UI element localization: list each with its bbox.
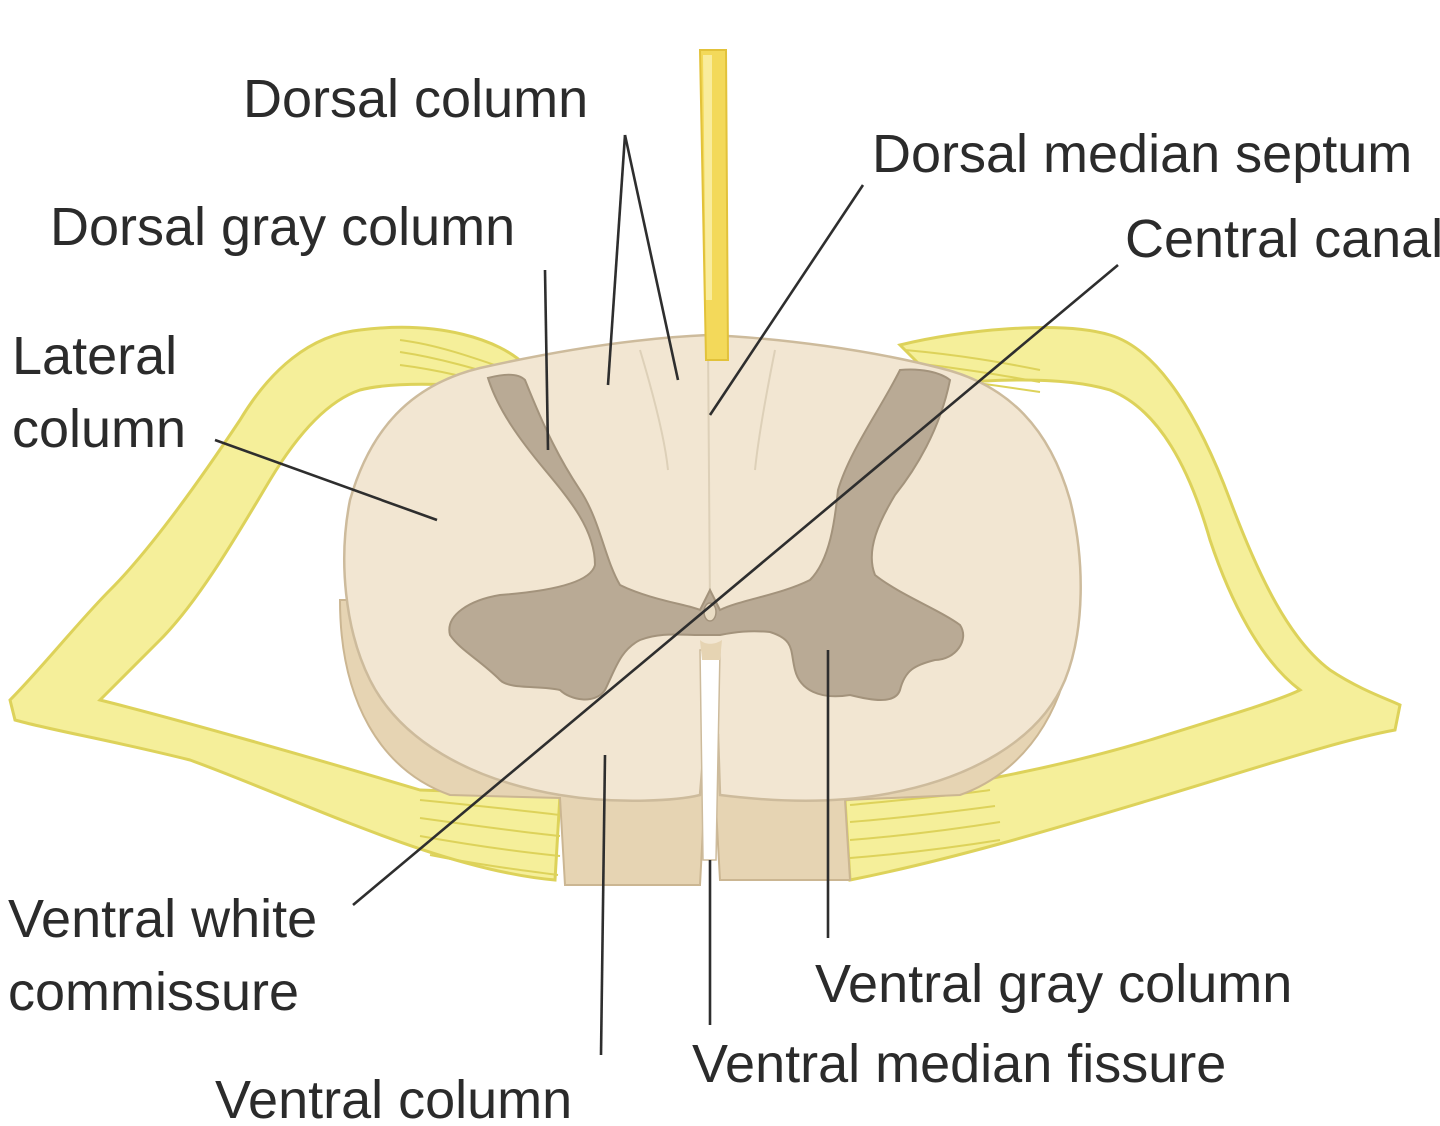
label-ventral-median-fissure: Ventral median fissure bbox=[692, 1034, 1226, 1094]
leader-dorsal-column-1 bbox=[606, 134, 627, 386]
leader-dorsal-median-septum bbox=[708, 184, 865, 416]
leader-ventral-column bbox=[599, 754, 607, 1056]
label-dorsal-median-septum: Dorsal median septum bbox=[872, 124, 1412, 184]
leader-dorsal-column-2 bbox=[623, 134, 680, 381]
label-ventral-white-commissure-line1: Ventral white bbox=[8, 889, 317, 949]
left-nerve-root bbox=[8, 325, 562, 882]
ventral-fissure-top bbox=[700, 640, 722, 660]
dorsal-septum-lines bbox=[639, 339, 776, 611]
label-ventral-gray-column: Ventral gray column bbox=[815, 954, 1292, 1014]
dorsal-median-septum-highlight bbox=[703, 55, 712, 300]
ventral-median-fissure bbox=[699, 649, 721, 861]
right-nerve-root bbox=[843, 326, 1402, 882]
label-lateral-column-line1: Lateral bbox=[12, 326, 177, 386]
gray-matter bbox=[448, 368, 965, 701]
label-lateral-column-line2: column bbox=[12, 399, 186, 459]
label-central-canal: Central canal bbox=[1125, 209, 1440, 269]
leader-lateral-column bbox=[214, 438, 438, 522]
label-dorsal-gray-column: Dorsal gray column bbox=[50, 197, 515, 257]
label-ventral-column: Ventral column bbox=[215, 1070, 572, 1126]
leader-dorsal-gray-column bbox=[543, 269, 550, 451]
label-dorsal-column: Dorsal column bbox=[243, 69, 588, 129]
leader-lines bbox=[214, 134, 1119, 1056]
label-ventral-white-commissure-line2: commissure bbox=[8, 962, 299, 1022]
leader-central-canal bbox=[352, 264, 1119, 906]
